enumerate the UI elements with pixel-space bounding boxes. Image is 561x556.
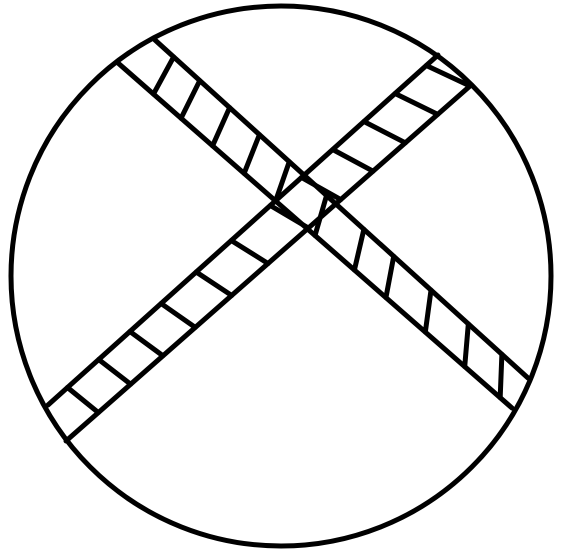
band-b-hatch (423, 63, 473, 89)
band-b-hatch (193, 269, 235, 298)
band-b-hatch (65, 385, 101, 416)
band-a-hatch (273, 159, 292, 204)
band-b-hatches (65, 63, 473, 416)
band-a-hatch (497, 351, 505, 401)
drawing-group (8, 3, 554, 549)
band-b-hatch (361, 119, 408, 146)
band-b-hatch (96, 357, 134, 387)
band-b-hatch (392, 91, 441, 117)
band-b-hatch (330, 147, 376, 174)
band-a-hatch (351, 226, 367, 273)
band-a-hatches (150, 54, 505, 401)
diagonal-band-b (45, 52, 473, 444)
band-a-hatch (383, 253, 397, 301)
band-b-hatch (127, 329, 166, 359)
band-b-hatch (299, 175, 344, 203)
band-a-hatch (241, 132, 262, 176)
band-b-edge-upper (45, 52, 441, 408)
band-b-hatch (158, 301, 198, 330)
band-a-hatch (178, 78, 203, 121)
band-a-hatch (210, 105, 233, 149)
band-a-hatch (422, 287, 434, 335)
band-a-hatch (462, 321, 471, 370)
band-b-hatch (267, 203, 311, 231)
band-a-edge-upper (152, 37, 531, 381)
band-b-hatch (228, 238, 271, 266)
outer-circle (8, 3, 554, 549)
diagonal-band-a (115, 37, 531, 411)
band-a-hatch (150, 54, 177, 97)
